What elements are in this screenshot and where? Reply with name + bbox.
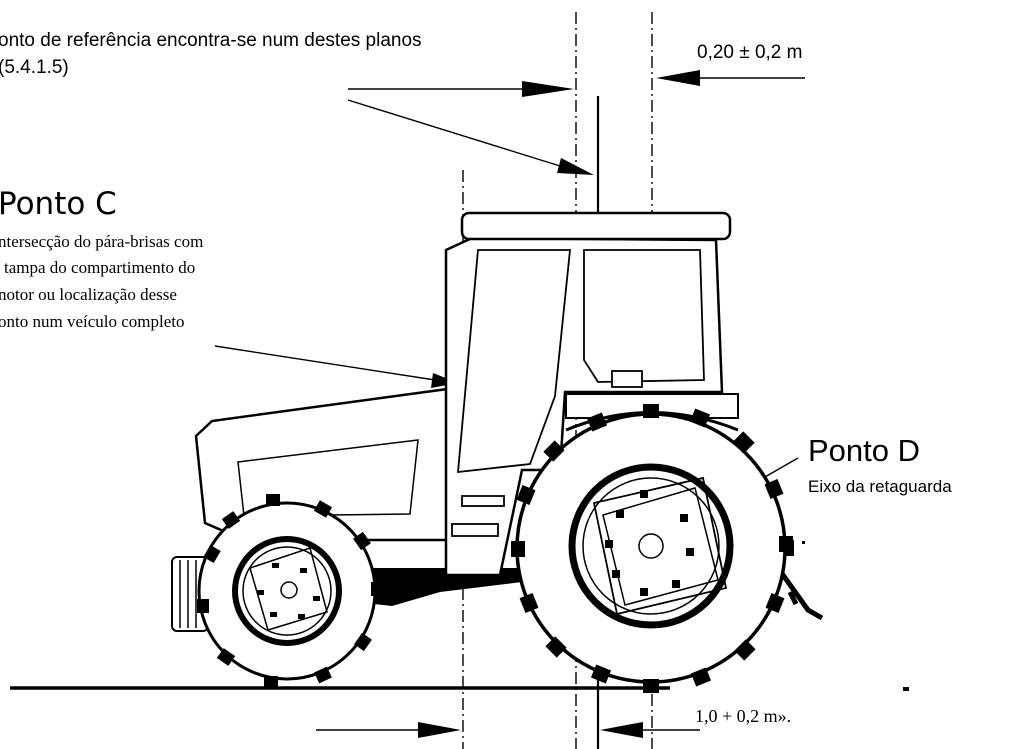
point-c-description-line1: ntersecção do pára-brisas com <box>0 232 203 251</box>
rear-wheel-lugs <box>511 404 793 693</box>
marker-dot <box>802 541 805 544</box>
front-wheel-lugs <box>197 494 383 688</box>
tractor <box>171 211 824 693</box>
reference-plane-note-line1: onto de referência encontra-se num deste… <box>0 30 422 51</box>
bottom-dimension-label: 1,0 + 0,2 m». <box>695 706 791 726</box>
plane-arrow-horizontal-head <box>522 81 574 97</box>
reference-plane-note: onto de referência encontra-se num deste… <box>0 30 422 78</box>
point-c-title: Ponto C <box>0 186 117 222</box>
top-dimension-label: 0,20 ± 0,2 m <box>697 42 802 63</box>
front-wheel <box>197 494 383 688</box>
bottom-dimension-left-head <box>418 722 461 738</box>
ground-dot <box>903 687 909 691</box>
point-c-description-line2: tampa do compartimento do <box>4 258 195 277</box>
bottom-dimension-right-head <box>600 722 643 738</box>
top-dimension-arrow-head <box>656 70 700 86</box>
rear-wheel <box>511 404 793 693</box>
point-c-annotation: Ponto C ntersecção do pára-brisas com ta… <box>0 186 203 331</box>
cab-roof <box>460 211 732 241</box>
rear-hitch <box>775 566 824 621</box>
hood-side-panel <box>237 439 419 517</box>
point-d-annotation: Ponto D Eixo da retaguarda <box>808 433 952 496</box>
point-c-leader-line <box>214 345 436 381</box>
reference-plane-note-line2: (5.4.1.5) <box>0 57 69 78</box>
chassis <box>330 568 522 606</box>
plane-arrow-diagonal-head <box>557 158 594 175</box>
point-d-description: Eixo da retaguarda <box>808 477 952 496</box>
point-c-description-line3: notor ou localização desse <box>0 285 177 304</box>
plane-arrow-diagonal-line <box>347 99 561 167</box>
point-c-description-line4: onto num veículo completo <box>0 312 185 331</box>
point-d-title: Ponto D <box>808 433 920 468</box>
rear-fender <box>565 411 739 432</box>
